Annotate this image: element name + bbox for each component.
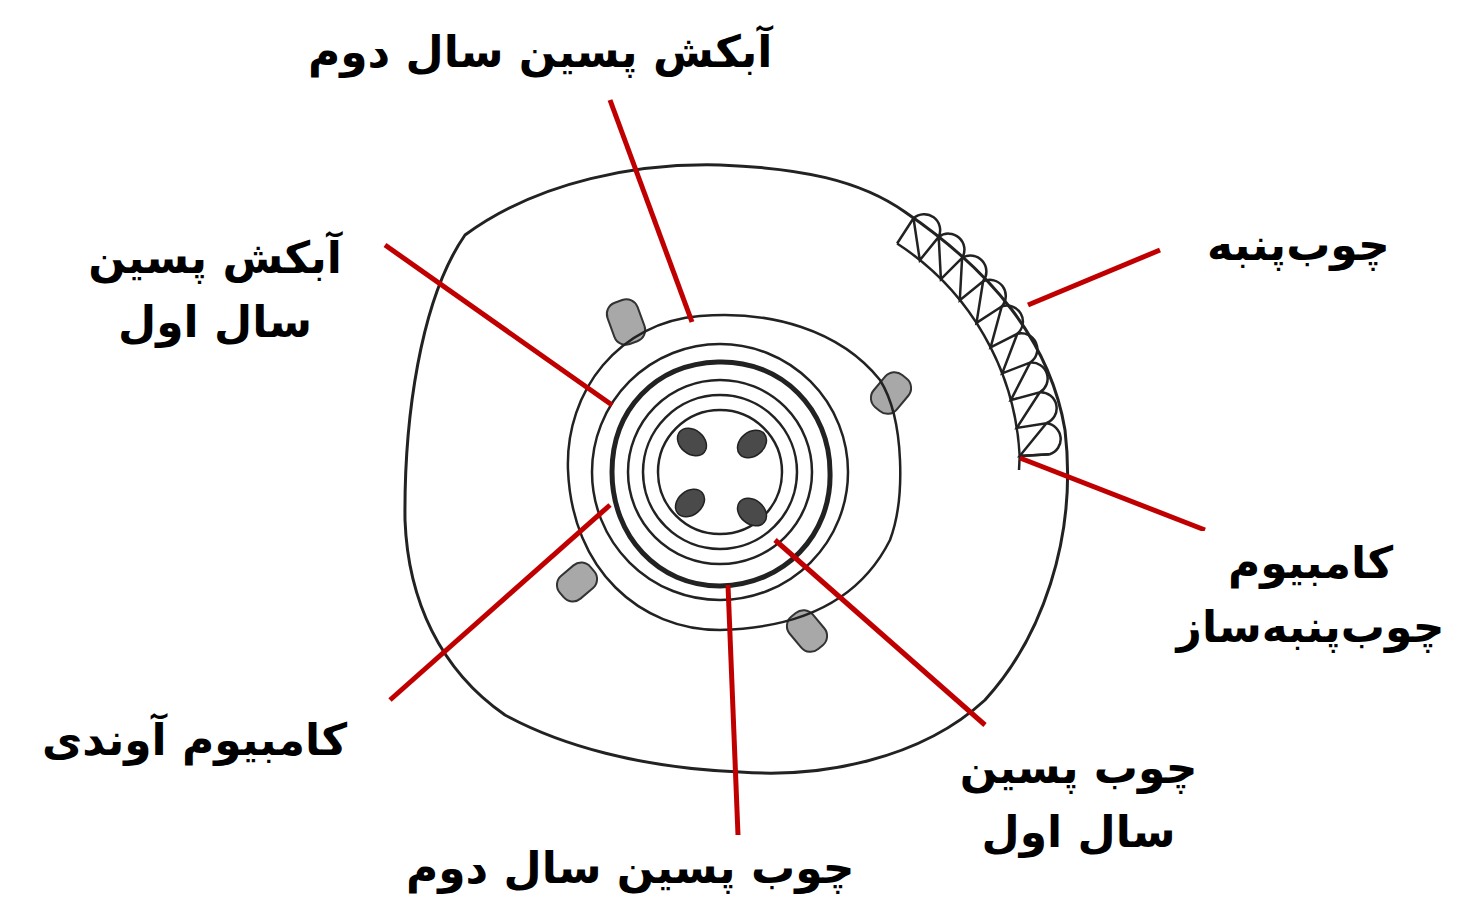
phloem-caps (552, 296, 916, 657)
part-label: آبکش پسین سال دوم (304, 20, 776, 84)
part-label: کامبیوم چوب‌پنبه‌ساز (1155, 531, 1466, 659)
part-label: چوب پسین سال دوم (402, 836, 858, 900)
primary-xylem (670, 423, 772, 532)
part-label: چوب‌پنبه (1203, 213, 1394, 277)
part-label: چوب پسین سال اول (937, 736, 1220, 864)
stem-outline (405, 165, 1068, 773)
part-label: آبکش پسین سال اول (69, 226, 361, 354)
part-label: کامبیوم آوندی (38, 708, 351, 772)
vascular-rings (568, 315, 900, 630)
cork-band (897, 214, 1061, 470)
leader-lines (385, 100, 1205, 835)
